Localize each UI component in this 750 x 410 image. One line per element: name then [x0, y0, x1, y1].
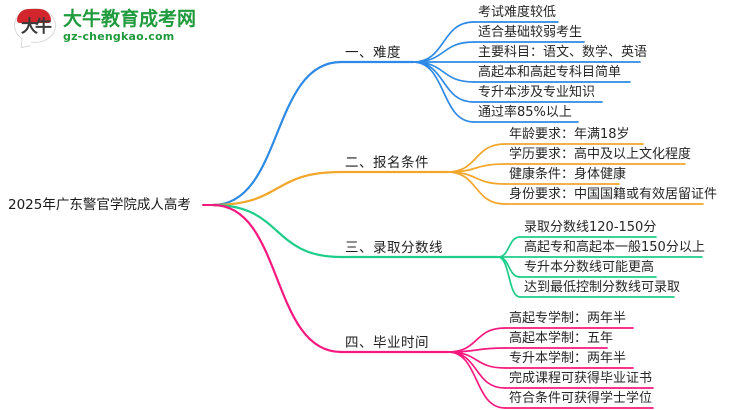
branch-label-4[interactable]: 四、毕业时间	[345, 335, 429, 351]
logo-title: 大牛教育成考网	[63, 7, 197, 30]
logo-subtitle: gz-chengkao.com	[63, 29, 175, 43]
leaf-4-5[interactable]: 符合条件可获得学士学位	[509, 391, 653, 406]
leaf-4-1[interactable]: 高起专学制：两年半	[509, 311, 627, 326]
leaf-4-4[interactable]: 完成课程可获得毕业证书	[509, 371, 653, 386]
branch-label-3[interactable]: 三、录取分数线	[345, 240, 443, 256]
leaf-4-2[interactable]: 高起本学制：五年	[509, 331, 614, 346]
leaf-2-4[interactable]: 身份要求：中国国籍或有效居留证件	[509, 187, 718, 202]
leaf-4-3[interactable]: 专升本学制：两年半	[509, 351, 627, 366]
leaf-3-4[interactable]: 达到最低控制分数线可录取	[524, 280, 681, 295]
leaf-1-4[interactable]: 高起本和高起专科目简单	[478, 65, 622, 80]
branch-label-1[interactable]: 一、难度	[345, 45, 401, 61]
branch-label-2[interactable]: 二、报名条件	[345, 155, 429, 171]
leaf-2-3[interactable]: 健康条件：身体健康	[509, 167, 627, 182]
leaf-3-1[interactable]: 录取分数线120-150分	[524, 220, 657, 235]
leaf-1-3[interactable]: 主要科目：语文、数学、英语	[478, 45, 648, 60]
leaf-3-2[interactable]: 高起专和高起本一般150分以上	[524, 240, 705, 255]
leaf-2-1[interactable]: 年龄要求：年满18岁	[509, 127, 630, 142]
leaf-1-6[interactable]: 通过率85%以上	[478, 105, 572, 120]
bubble-top-band	[17, 9, 51, 23]
logo-mark-text: 大牛	[21, 17, 52, 37]
site-logo: 大牛 大牛教育成考网 gz-chengkao.com	[14, 6, 197, 49]
mindmap-root-label: 2025年广东警官学院成人高考	[8, 197, 191, 213]
logo-text-block: 大牛教育成考网 gz-chengkao.com	[63, 7, 197, 44]
leaf-1-5[interactable]: 专升本涉及专业知识	[478, 85, 596, 100]
leaf-1-1[interactable]: 考试难度较低	[478, 5, 557, 20]
leaf-1-2[interactable]: 适合基础较弱考生	[478, 25, 583, 40]
leaf-3-3[interactable]: 专升本分数线可能更高	[524, 260, 655, 275]
leaf-2-2[interactable]: 学历要求：高中及以上文化程度	[509, 147, 692, 162]
logo-speech-bubble-icon: 大牛	[14, 6, 56, 49]
